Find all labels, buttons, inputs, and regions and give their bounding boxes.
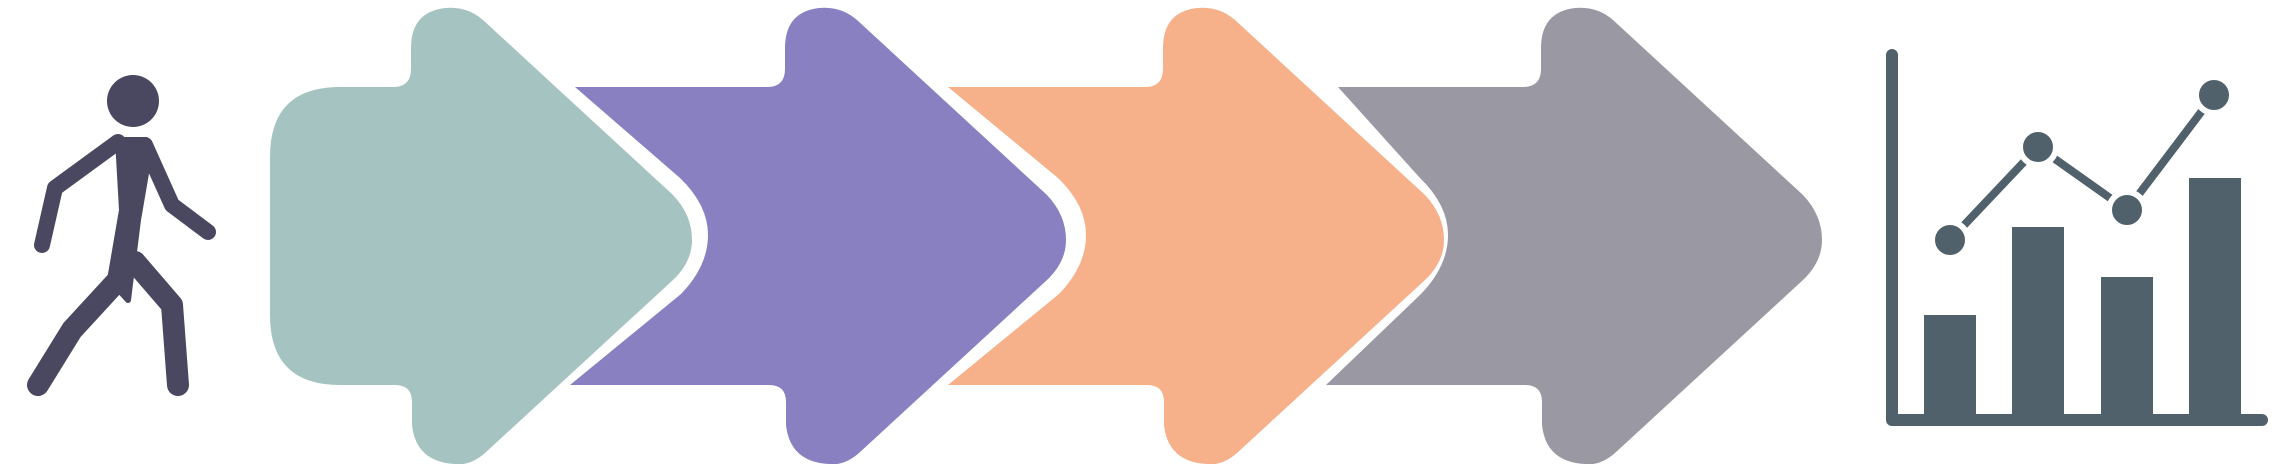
process-arrow-step-4 xyxy=(1326,7,1822,464)
process-arrow-step-2 xyxy=(570,7,1066,464)
process-arrow-step-1 xyxy=(270,7,692,464)
chart-bar xyxy=(2101,277,2153,414)
chart-point xyxy=(1929,219,1971,261)
chart-trend-points xyxy=(1929,74,2235,261)
chart-point xyxy=(2106,189,2148,231)
chart-trend-line xyxy=(1946,91,2218,244)
chart-bar xyxy=(1924,315,1976,414)
chart-bars xyxy=(1924,178,2241,414)
chart-bar xyxy=(2012,227,2064,414)
bar-line-growth-chart-icon xyxy=(1886,49,2268,426)
chart-point xyxy=(2193,74,2235,116)
process-arrow-step-3 xyxy=(948,7,1444,464)
chart-axes xyxy=(1886,49,2268,426)
chart-point xyxy=(2017,126,2059,168)
walking-person-icon xyxy=(27,75,216,396)
chart-bar xyxy=(2189,178,2241,414)
